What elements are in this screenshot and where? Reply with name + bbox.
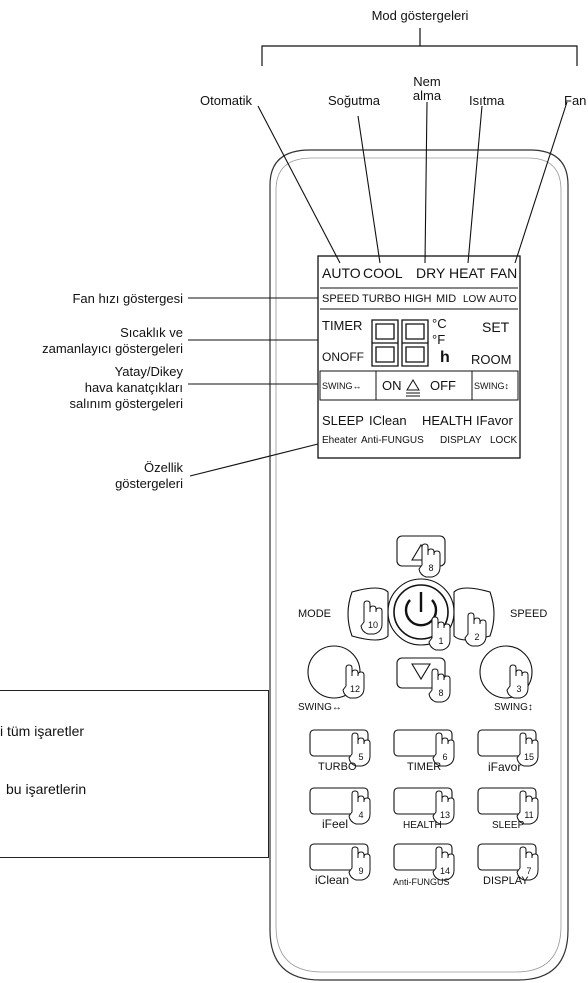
- badge-antifungus: 14: [440, 866, 450, 876]
- badge-ifavor: 15: [524, 752, 534, 762]
- lcd-antifungus: Anti-FUNGUS: [361, 435, 424, 446]
- lcd-swing-v: SWING↕: [474, 381, 509, 391]
- label-fan-speed: Fan hızı göstergesi: [72, 291, 183, 306]
- label-swing-1: Yatay/Dikey: [114, 364, 183, 379]
- badge-display: 7: [526, 866, 531, 876]
- lcd-dry: DRY: [416, 265, 446, 281]
- antifungus-button-label: Anti-FUNGUS: [393, 877, 450, 887]
- swing-v-button-label: SWING↕: [494, 702, 533, 713]
- lcd-health: HEALTH: [422, 413, 473, 428]
- badge-power: 1: [438, 636, 443, 646]
- mode-group-bracket: [261, 45, 578, 66]
- label-swing-2: hava kanatçıkları: [84, 380, 183, 395]
- health-button-label: HEALTH: [403, 820, 442, 831]
- note-line-1: i tüm işaretler: [0, 723, 85, 739]
- lcd-mid: MID: [436, 293, 457, 305]
- lcd-deg-f: °F: [432, 332, 446, 347]
- turbo-button-label: TURBO: [318, 761, 357, 773]
- power-icon: [404, 599, 438, 627]
- badge-swing-v: 3: [516, 684, 521, 694]
- badge-down: 8: [438, 688, 443, 698]
- mode-label-auto: Otomatik: [200, 93, 253, 108]
- down-arrow-icon: [411, 663, 431, 681]
- swing-symbol-icon: [406, 379, 420, 397]
- lcd-set: SET: [482, 319, 510, 335]
- label-feature-1: Özellik: [143, 460, 183, 475]
- ifeel-button-label: iFeel: [322, 817, 349, 831]
- lcd-speed-auto: AUTO: [489, 294, 517, 305]
- badge-iclean: 9: [358, 866, 363, 876]
- lcd-room: ROOM: [471, 352, 512, 367]
- temperature-digits: [371, 319, 429, 367]
- lcd-heat: HEAT: [449, 265, 486, 281]
- mode-label-dry-1: Nem: [413, 74, 441, 89]
- lcd-lock: LOCK: [490, 435, 518, 446]
- mode-label-fan: Fan: [564, 93, 587, 108]
- badge-mode: 10: [368, 620, 378, 630]
- lcd-screen: [317, 255, 521, 459]
- lcd-high: HIGH: [404, 293, 432, 305]
- ifavor-button-label: iFavor: [488, 760, 522, 774]
- lcd-fan: FAN: [490, 265, 518, 281]
- note-line-2: bu işaretlerin: [6, 781, 87, 797]
- lcd-off: OFF: [430, 378, 456, 393]
- lcd-ifavor: IFavor: [476, 413, 513, 428]
- iclean-button-label: iClean: [315, 873, 350, 887]
- badge-turbo: 5: [358, 752, 363, 762]
- timer-button-label: TIMER: [407, 761, 442, 773]
- speed-button-label: SPEED: [510, 608, 548, 620]
- label-temp-1: Sıcaklık ve: [120, 325, 183, 340]
- lcd-onoff: ONOFF: [322, 350, 364, 364]
- lcd-cool: COOL: [363, 265, 403, 281]
- badge-sleep: 11: [524, 810, 533, 820]
- lcd-swing-h: SWING↔: [322, 381, 362, 391]
- display-button-label: DISPLAY: [483, 875, 529, 887]
- badge-ifeel: 4: [358, 810, 363, 820]
- label-swing-3: salınım göstergeleri: [69, 396, 183, 411]
- swing-h-button-label: SWING↔: [298, 702, 342, 713]
- sleep-button-label: SLEEP: [492, 820, 525, 831]
- mode-button-label: MODE: [298, 608, 331, 620]
- label-feature-2: göstergeleri: [115, 476, 183, 491]
- badge-up: 8: [428, 563, 433, 573]
- mode-group-title: Mod göstergeleri: [371, 8, 469, 23]
- mode-label-dry-2: alma: [412, 88, 442, 103]
- mode-label-heat: Isıtma: [469, 93, 505, 108]
- lcd-eheater: Eheater: [322, 435, 358, 446]
- mode-label-cool: Soğutma: [328, 93, 381, 108]
- badge-timer: 6: [442, 752, 447, 762]
- lcd-on: ON: [382, 378, 402, 393]
- lcd-auto: AUTO: [322, 265, 361, 281]
- note-box: i tüm işaretler bu işaretlerin: [0, 690, 269, 858]
- lcd-iclean: IClean: [369, 413, 407, 428]
- badge-speed: 2: [474, 632, 479, 642]
- lcd-turbo: TURBO: [362, 293, 401, 305]
- lcd-sleep: SLEEP: [322, 413, 364, 428]
- lcd-hour: h: [440, 349, 450, 366]
- badge-swing-h: 12: [350, 684, 360, 694]
- lcd-low: LOW: [463, 294, 486, 305]
- lcd-display: DISPLAY: [440, 435, 482, 446]
- label-temp-2: zamanlayıcı göstergeleri: [42, 341, 183, 356]
- badge-health: 13: [440, 810, 450, 820]
- leader-lines: [188, 101, 568, 477]
- lcd-speed: SPEED: [322, 293, 360, 305]
- lcd-deg-c: °C: [432, 316, 447, 331]
- lcd-timer: TIMER: [322, 318, 363, 333]
